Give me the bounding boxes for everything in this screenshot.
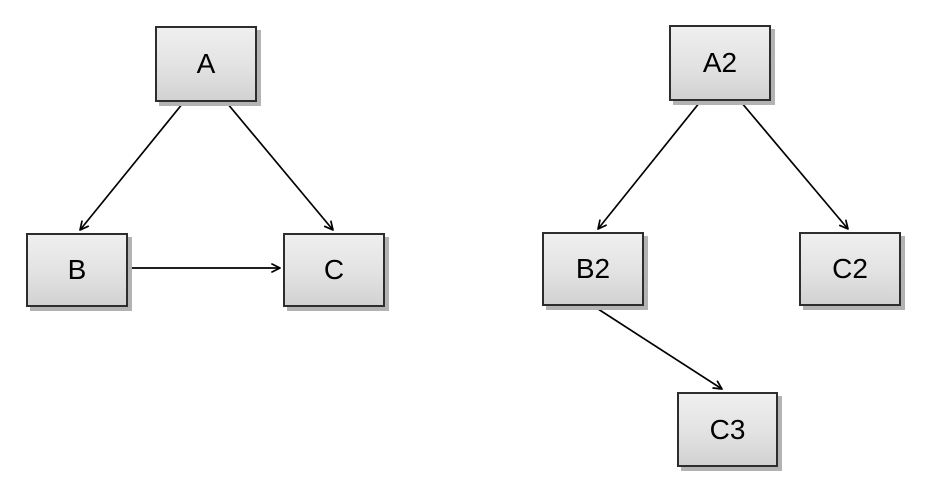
node-label-C: C bbox=[323, 254, 345, 285]
node-C: C bbox=[283, 233, 385, 307]
edge-B2-to-C3 bbox=[594, 306, 723, 390]
node-label-C3: C3 bbox=[709, 413, 746, 445]
edge-A-to-B bbox=[79, 102, 184, 231]
node-B: B bbox=[26, 233, 128, 307]
node-label-B2: B2 bbox=[575, 253, 611, 284]
node-label-A: A bbox=[196, 48, 216, 79]
node-label-B: B bbox=[67, 254, 87, 285]
node-B2: B2 bbox=[542, 232, 644, 306]
node-C2: C2 bbox=[799, 232, 901, 306]
node-label-A2: A2 bbox=[702, 47, 738, 78]
edges-group bbox=[79, 101, 849, 390]
node-label-C2: C2 bbox=[832, 253, 868, 284]
node-A2: A2 bbox=[669, 25, 771, 101]
edge-A2-to-B2 bbox=[597, 101, 701, 230]
node-C3: C3 bbox=[677, 392, 778, 467]
edge-A-to-C bbox=[226, 102, 334, 231]
edge-A2-to-C2 bbox=[740, 101, 849, 230]
node-A: A bbox=[155, 26, 257, 102]
